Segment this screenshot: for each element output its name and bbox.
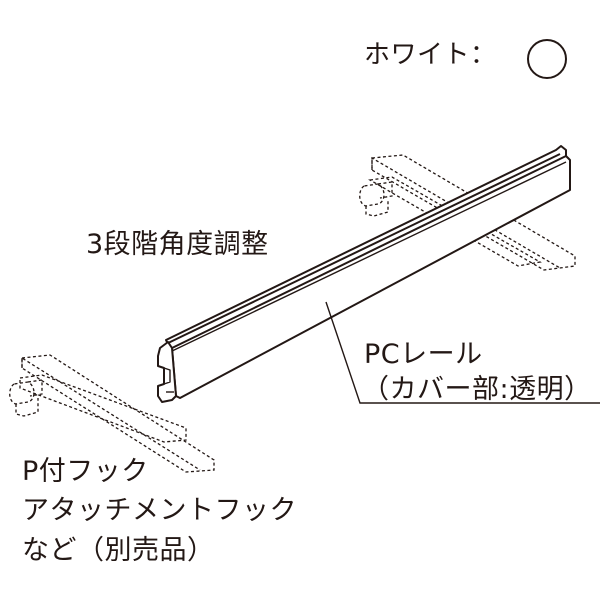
color-label: ホワイト： xyxy=(364,40,497,70)
rail-name-label: PCレール xyxy=(364,339,483,370)
hook-label-line3: など（別売品） xyxy=(22,535,215,566)
rail-leader-line xyxy=(325,301,600,404)
hook-label-line2: アタッチメントフック xyxy=(22,495,297,526)
rail-detail-label: （カバー部:透明） xyxy=(362,374,592,405)
white-color-swatch xyxy=(527,39,567,79)
left-hook-dashed xyxy=(9,354,215,473)
hook-label-line1: P付フック xyxy=(22,456,149,487)
angle-adjust-label: 3段階角度調整 xyxy=(86,229,269,260)
pc-rail xyxy=(157,145,571,403)
